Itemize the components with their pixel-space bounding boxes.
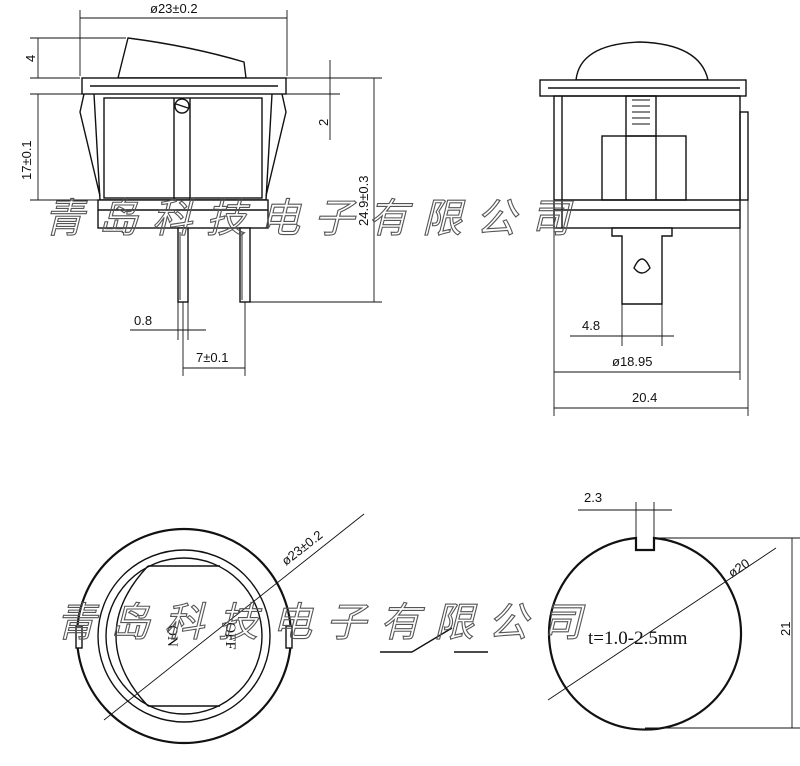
- front-elevation-view: ø23±0.2 4 17±0.1 2 24.9±0.3 0.8 7±0.1: [19, 1, 382, 376]
- bezel-inner-ring: [97, 549, 271, 723]
- dim-key-width: 2.3: [584, 490, 602, 505]
- dim-front-diameter: ø23±0.2: [279, 527, 326, 568]
- dome-actuator: [575, 41, 709, 81]
- dim-pin-thickness: 0.8: [134, 313, 152, 328]
- terminal-tab: [611, 227, 673, 305]
- dim-rocker-height: 4: [23, 55, 38, 62]
- label-on: ON: [164, 625, 180, 647]
- watermark-text-bottom: 青岛科技电子有限公司: [56, 600, 596, 646]
- dim-body-diameter: ø18.95: [612, 354, 652, 369]
- watermark: 青岛科技电子有限公司 青岛科技电子有限公司: [43, 195, 596, 646]
- dim-pin-pitch: 7±0.1: [196, 350, 228, 365]
- panel-cutout-view: 2.3 ø20 21 t=1.0-2.5mm: [547, 490, 800, 731]
- rocker-face: [105, 557, 263, 715]
- rocker-actuator: [117, 37, 247, 79]
- dim-overall-width: 20.4: [632, 390, 657, 405]
- dim-cutout-height: 21: [778, 622, 793, 636]
- dim-body-height: 17±0.1: [19, 140, 34, 180]
- label-off: OFF: [222, 622, 238, 650]
- label-thickness: t=1.0-2.5mm: [588, 628, 688, 649]
- cutout-outline: [547, 536, 743, 731]
- dim-terminal-width: 4.8: [582, 318, 600, 333]
- watermark-text-top: 青岛科技电子有限公司: [44, 196, 584, 242]
- dim-total-height: 24.9±0.3: [356, 175, 371, 226]
- side-elevation-view: 4.8 ø18.95 20.4: [539, 41, 749, 416]
- switch-symbol: [380, 627, 488, 653]
- dim-top-diameter: ø23±0.2: [150, 1, 198, 16]
- dim-cutout-diameter: ø20: [725, 556, 752, 581]
- dim-flange: 2: [316, 119, 331, 126]
